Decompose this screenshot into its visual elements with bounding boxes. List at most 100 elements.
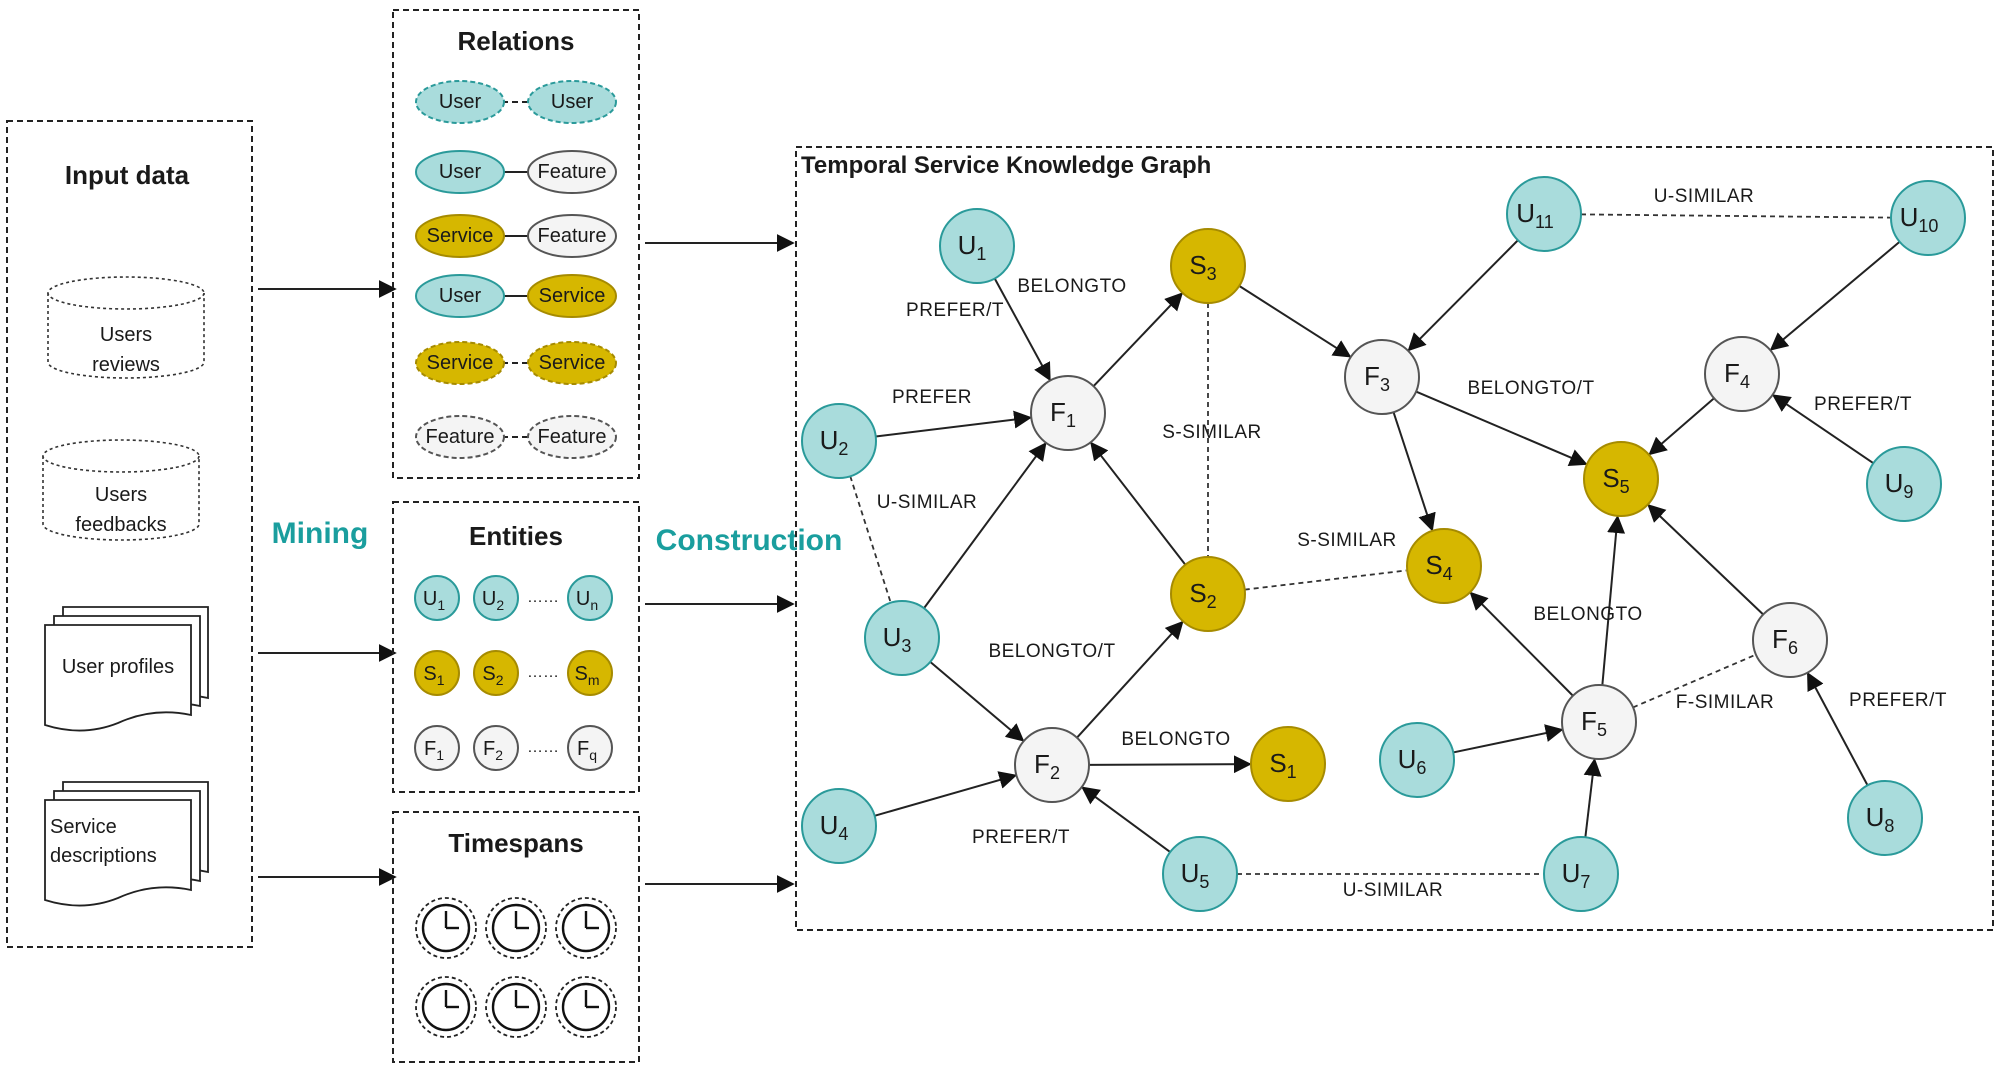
node-label: F3 (1364, 361, 1390, 395)
knowledge-graph-title: Temporal Service Knowledge Graph (801, 152, 1211, 179)
edge-u2-u3 (849, 475, 892, 603)
mining-label: Mining (272, 517, 369, 550)
edge-u5-f2 (1081, 786, 1171, 853)
node-u4: U4 (801, 788, 877, 864)
edge-label-u2-u3: U-SIMILAR (877, 492, 978, 513)
entity-service-label: S1 (423, 663, 444, 688)
feature-node-circle (1014, 727, 1090, 803)
node-u1: U1 (939, 208, 1015, 284)
feature-node-circle (1344, 339, 1420, 415)
node-label: F4 (1724, 358, 1750, 392)
node-s2: S2 (1170, 556, 1246, 632)
entity-feature-node (567, 725, 613, 771)
user-node-circle (1847, 780, 1923, 856)
users-reviews-label-2: reviews (92, 354, 160, 376)
node-label: U2 (820, 425, 849, 459)
entity-service-node (567, 650, 613, 696)
node-u10: U10 (1890, 180, 1966, 256)
service-node-circle (1406, 528, 1482, 604)
node-s1: S1 (1250, 726, 1326, 802)
edge-f2-s1 (1088, 755, 1252, 774)
edge-f3-s5 (1415, 390, 1588, 467)
edge-label-u11-u10: U-SIMILAR (1654, 186, 1755, 207)
relation-right-node (527, 80, 617, 124)
edge-label-u1-f1: PREFER/T (906, 300, 1004, 321)
user-node-circle (1379, 722, 1455, 798)
node-f4: F4 (1704, 336, 1780, 412)
edge-u11-f3 (1407, 239, 1519, 352)
user-node-circle (864, 600, 940, 676)
input-to-mining-arrows (258, 280, 397, 886)
relations-box (392, 9, 640, 479)
node-label: S1 (1269, 748, 1296, 782)
user-profiles-document-icon: User profiles (44, 606, 209, 732)
user-node-circle (801, 403, 877, 479)
users-reviews-label-1: Users (100, 324, 152, 346)
service-descriptions-label-2: descriptions (50, 845, 157, 867)
entity-service-node (473, 650, 519, 696)
user-node-circle (1162, 836, 1238, 912)
relation-right-label: Feature (538, 225, 607, 247)
entity-user-label: Un (576, 588, 598, 613)
entity-feature-label: Fq (577, 738, 597, 763)
edge-label-f2-s2: BELONGTO/T (988, 641, 1115, 662)
node-label: F2 (1034, 749, 1060, 783)
entities-box (392, 501, 640, 793)
node-f6: F6 (1752, 602, 1828, 678)
node-u9: U9 (1866, 446, 1942, 522)
relation-right-label: Service (539, 285, 606, 307)
entity-ellipsis: …… (527, 664, 559, 681)
entity-feature-node (473, 725, 519, 771)
user-profiles-label: User profiles (62, 656, 174, 678)
users-feedbacks-label-2: feedbacks (75, 514, 166, 536)
edge-u3-f2 (929, 661, 1025, 742)
entity-ellipsis: …… (527, 589, 559, 606)
edge-label-f1-s3: BELONGTO (1017, 276, 1126, 297)
node-u5: U5 (1162, 836, 1238, 912)
edge-label-f3-s5: BELONGTO/T (1467, 378, 1594, 399)
relation-left-node (415, 274, 505, 318)
edge-label-u5-u7: U-SIMILAR (1343, 880, 1444, 901)
entity-feature-label: F2 (483, 738, 503, 763)
node-s3: S3 (1170, 228, 1246, 304)
edge-u9-f4 (1771, 394, 1874, 465)
relation-left-label: User (439, 91, 482, 113)
entity-feature-node (414, 725, 460, 771)
users-feedbacks-label-1: Users (95, 484, 147, 506)
user-node-circle (1890, 180, 1966, 256)
node-u11: U11 (1506, 176, 1582, 252)
node-label: U6 (1398, 744, 1427, 778)
entity-service-label: S2 (482, 663, 503, 688)
timespans-box (392, 811, 640, 1063)
entity-user-node (414, 575, 460, 621)
edge-f5-s5 (1601, 515, 1626, 686)
node-label: F6 (1772, 624, 1798, 658)
edge-label-s3-s2: S-SIMILAR (1162, 422, 1262, 443)
users-reviews-database-icon: Users reviews (47, 276, 205, 379)
entity-user-node (567, 575, 613, 621)
entity-service-node (414, 650, 460, 696)
edge-u10-f4 (1769, 241, 1901, 351)
edge-label-f2-s1: BELONGTO (1121, 729, 1230, 750)
node-u8: U8 (1847, 780, 1923, 856)
construction-arrows (645, 234, 795, 893)
clock-icon (555, 976, 617, 1038)
clock-icon (485, 897, 547, 959)
knowledge-graph-panel: Temporal Service Knowledge Graph PREFER/… (795, 146, 1994, 931)
relation-right-label: Service (539, 352, 606, 374)
construction-label: Construction (656, 524, 843, 557)
timespans-title: Timespans (448, 828, 583, 858)
entity-user-node (473, 575, 519, 621)
node-label: U10 (1900, 202, 1939, 236)
service-descriptions-document-icon: Service descriptions (44, 781, 209, 907)
edge-f2-s2 (1076, 620, 1184, 739)
relation-left-node (415, 214, 505, 258)
user-node-circle (939, 208, 1015, 284)
